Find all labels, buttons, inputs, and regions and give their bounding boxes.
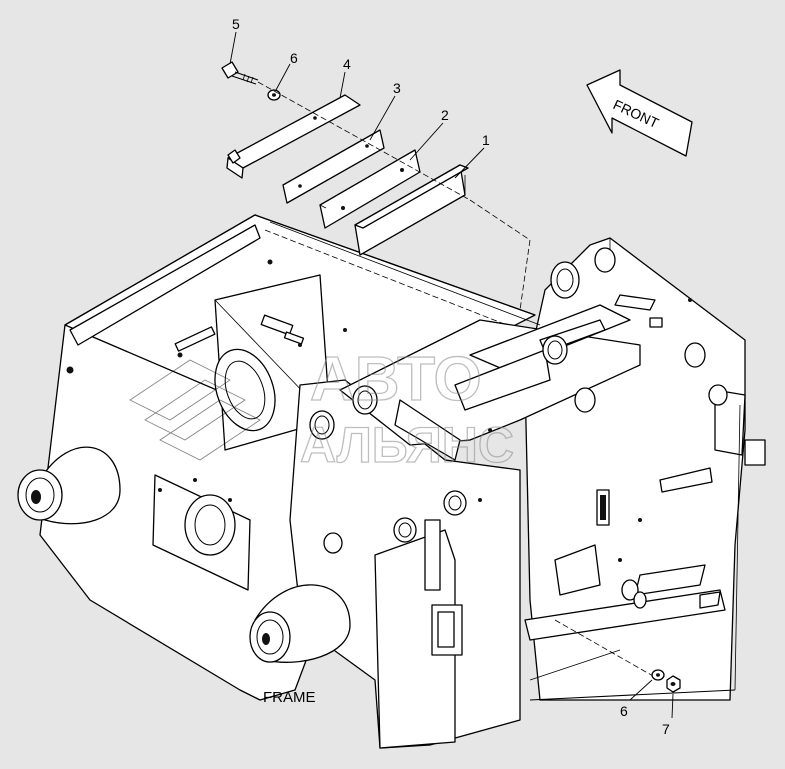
part-6-washer-top bbox=[267, 89, 281, 101]
watermark-line1: АВТО bbox=[310, 345, 482, 414]
part-3-shim bbox=[282, 129, 385, 204]
callout-1: 1 bbox=[482, 132, 490, 148]
frame-assembly bbox=[17, 214, 766, 749]
part-4-bracket bbox=[226, 94, 361, 179]
watermark-line2: АЛЬЯНС bbox=[300, 417, 514, 473]
callout-2: 2 bbox=[441, 107, 449, 123]
center-bushing-cone bbox=[249, 584, 351, 663]
frame-label: FRAME bbox=[263, 689, 316, 706]
front-direction-arrow: FRONT bbox=[586, 69, 693, 157]
part-1-pad bbox=[354, 164, 469, 256]
watermark: АВТО АЛЬЯНС bbox=[129, 344, 515, 474]
left-bushing-cone bbox=[17, 446, 121, 525]
callout-7: 7 bbox=[662, 721, 670, 737]
part-6-washer-bottom bbox=[651, 669, 665, 681]
rivet-holes bbox=[66, 259, 692, 562]
callouts: 5 6 4 3 2 1 6 7 bbox=[229, 16, 674, 737]
callout-3: 3 bbox=[393, 80, 401, 96]
part-7-nut bbox=[666, 675, 681, 693]
part-5-bolt bbox=[221, 61, 259, 85]
callout-4: 4 bbox=[343, 56, 351, 72]
bolt-axis bbox=[257, 81, 471, 201]
callout-6-bottom: 6 bbox=[620, 703, 628, 719]
watermark-logo bbox=[129, 359, 261, 461]
callout-6-top: 6 bbox=[290, 50, 298, 66]
callout-5: 5 bbox=[232, 16, 240, 32]
